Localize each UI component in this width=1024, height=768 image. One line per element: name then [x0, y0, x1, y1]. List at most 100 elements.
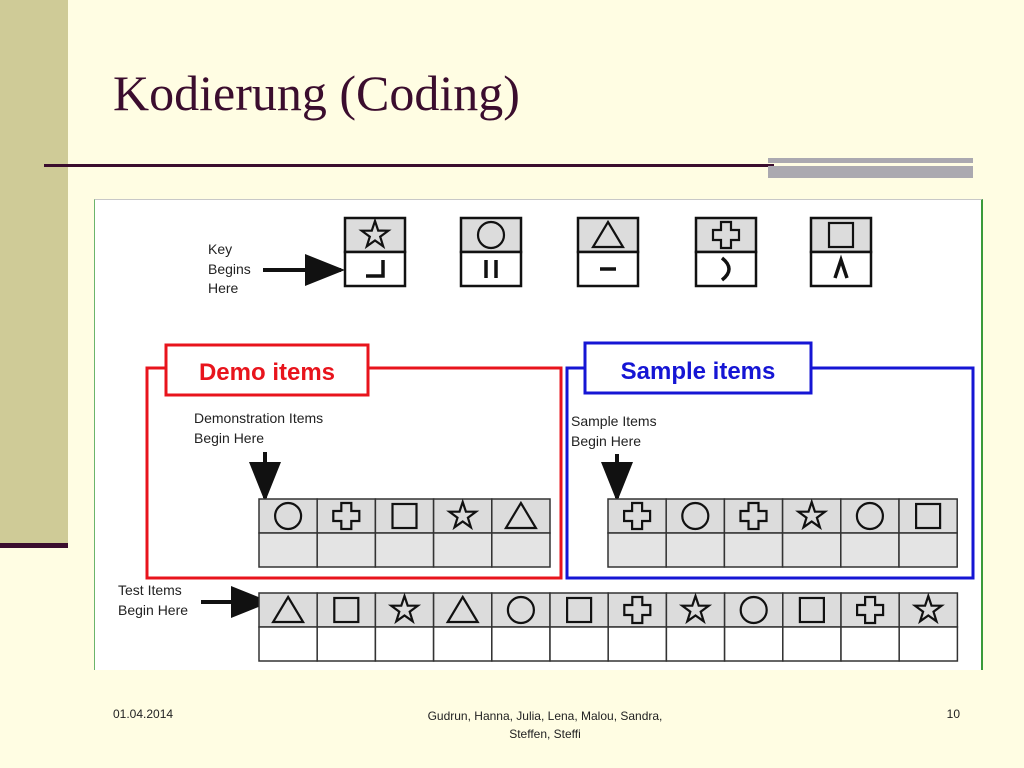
- key-pair: [694, 216, 758, 288]
- strip-cell: [607, 498, 667, 568]
- answer-cell: [781, 532, 842, 568]
- star-icon: [387, 592, 422, 625]
- strip-cell: [723, 498, 784, 568]
- answer-cell: [491, 626, 551, 662]
- right-paren-code-icon: [720, 256, 731, 282]
- test-label-line-1: Test Items: [118, 582, 182, 598]
- answer-cell: [258, 532, 318, 568]
- cross-icon: [711, 220, 741, 250]
- caret-code-icon: [833, 254, 849, 279]
- footer-authors: Gudrun, Hanna, Julia, Lena, Malou, Sandr…: [380, 707, 710, 743]
- strip-cell: [782, 592, 842, 662]
- answer-cell: [840, 626, 900, 662]
- sample-strip: [607, 498, 958, 568]
- square-icon: [827, 221, 855, 249]
- answer-cell: [723, 532, 784, 568]
- triangle-icon: [445, 594, 480, 624]
- answer-cell: [432, 532, 493, 568]
- answer-cell: [316, 626, 377, 662]
- answer-cell: [898, 532, 958, 568]
- answer-cell: [374, 626, 435, 662]
- strip-cell: [607, 592, 668, 662]
- answer-cell: [432, 626, 493, 662]
- answer-cell: [898, 626, 959, 662]
- key-shape-cell: [694, 216, 758, 254]
- strip-cell: [258, 498, 318, 568]
- coding-diagram: Key Begins Here Demo items Demonstration…: [118, 216, 975, 662]
- triangle-icon: [503, 500, 538, 530]
- cross-icon: [623, 595, 652, 625]
- accent-bar: [768, 158, 973, 178]
- shape-cell: [491, 592, 551, 628]
- key-pair: [459, 216, 523, 288]
- shape-cell: [723, 592, 784, 628]
- shape-cell: [723, 498, 784, 534]
- cross-icon: [622, 501, 652, 531]
- strip-cell: [840, 592, 900, 662]
- answer-cell: [374, 532, 435, 568]
- triangle-icon: [591, 219, 625, 249]
- strip-cell: [781, 498, 842, 568]
- key-pair: [576, 216, 640, 288]
- sample-label-line-1: Sample Items: [571, 413, 657, 429]
- cross-icon: [739, 501, 768, 531]
- sample-title: Sample items: [621, 358, 776, 385]
- key-pair: [809, 216, 873, 288]
- strip-cell: [549, 592, 609, 662]
- strip-cell: [723, 592, 784, 662]
- demo-title-box: [164, 343, 370, 397]
- corner-code-icon: [366, 260, 385, 278]
- key-label-line-1: Key: [208, 241, 232, 257]
- circle-icon: [855, 501, 885, 531]
- strip-cell: [432, 592, 493, 662]
- strip-cell: [665, 498, 726, 568]
- square-icon: [798, 596, 826, 624]
- strip-cell: [316, 592, 377, 662]
- sample-title-box: [583, 341, 813, 395]
- answer-cell: [723, 626, 784, 662]
- demo-title: Demo items: [199, 359, 335, 386]
- circle-icon: [739, 595, 768, 625]
- strip-cell: [665, 592, 726, 662]
- footer-date: 01.04.2014: [113, 707, 174, 721]
- answer-cell: [607, 626, 668, 662]
- key-code-cell: [343, 250, 407, 288]
- square-icon: [333, 596, 360, 624]
- shape-cell: [316, 498, 377, 534]
- triangle-icon: [271, 594, 306, 624]
- square-icon: [914, 502, 942, 530]
- shape-cell: [665, 498, 726, 534]
- circle-icon: [506, 595, 535, 625]
- slide-title: Kodierung (Coding): [113, 65, 520, 121]
- demo-strip: [258, 498, 551, 568]
- footer-authors-line-1: Gudrun, Hanna, Julia, Lena, Malou, Sandr…: [427, 709, 663, 723]
- strip-cell: [258, 592, 318, 662]
- test-strip: [258, 592, 959, 662]
- key-code-cell: [459, 250, 523, 288]
- strip-cell: [898, 592, 959, 662]
- key-row: [343, 216, 873, 288]
- demo-label-line-2: Begin Here: [194, 430, 264, 446]
- coding-figure: Key Begins Here Demo items Demonstration…: [94, 199, 983, 670]
- cross-icon: [332, 501, 361, 531]
- square-icon: [391, 502, 418, 530]
- shape-cell: [840, 498, 900, 534]
- answer-cell: [665, 532, 726, 568]
- answer-cell: [665, 626, 726, 662]
- star-icon: [795, 498, 829, 531]
- test-label-line-2: Begin Here: [118, 602, 188, 618]
- answer-cell: [782, 626, 842, 662]
- answer-cell: [840, 532, 900, 568]
- strip-cell: [316, 498, 377, 568]
- strip-cell: [374, 592, 435, 662]
- double-bar-code-icon: [484, 260, 498, 278]
- circle-icon: [274, 501, 303, 531]
- cross-icon: [855, 595, 885, 625]
- answer-cell: [316, 532, 377, 568]
- strip-cell: [491, 592, 551, 662]
- left-band-line: [0, 543, 68, 548]
- key-label-line-3: Here: [208, 280, 239, 296]
- answer-cell: [491, 532, 551, 568]
- answer-cell: [549, 626, 609, 662]
- strip-cell: [898, 498, 958, 568]
